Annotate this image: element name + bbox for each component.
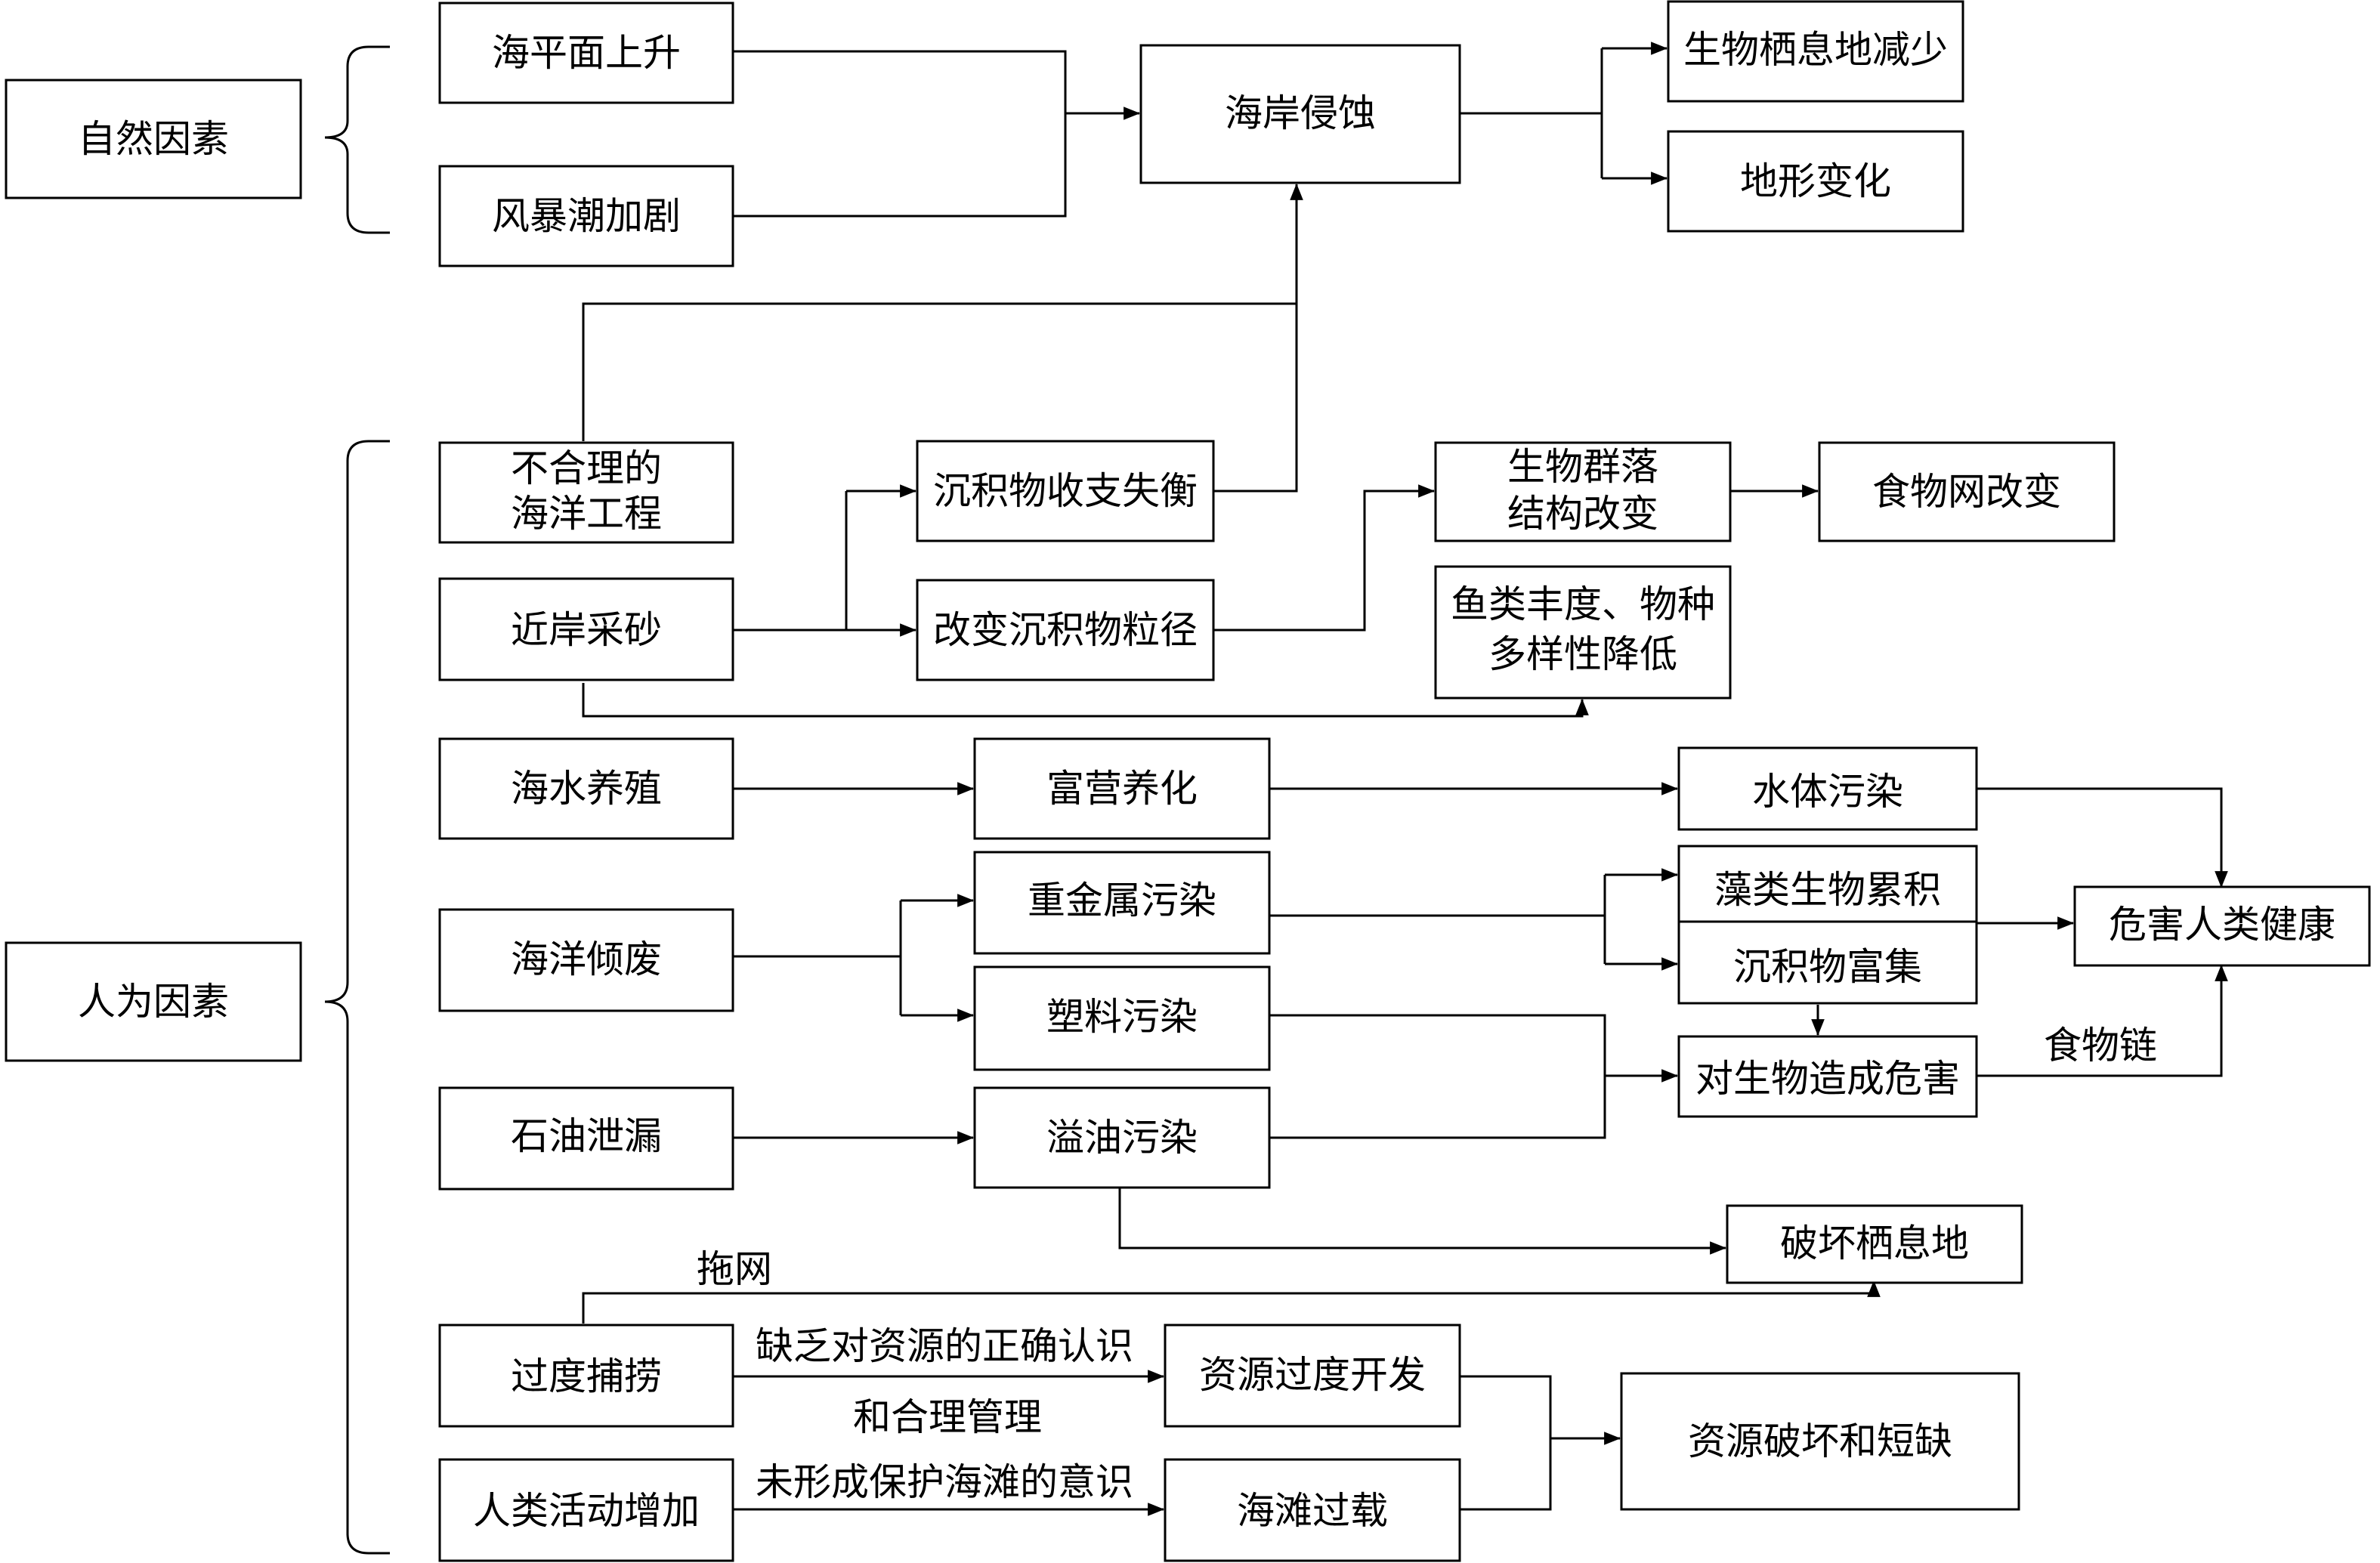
- edge-plastic-oil-harm: [1269, 1014, 1606, 1139]
- node-human-health: 危害人类健康: [2109, 903, 2335, 947]
- edge-to-habitat-loss: [1600, 48, 1667, 178]
- node-grain-size: 改变沉积物粒径: [933, 608, 1198, 652]
- node-mariculture-box: [438, 737, 734, 840]
- node-sea-level-rise: 海平面上升: [492, 31, 681, 75]
- node-community-structure-line1: 生物群落: [1507, 445, 1658, 489]
- node-plastic-box: [973, 965, 1271, 1071]
- node-oil-leak: 石油泄漏: [511, 1114, 662, 1158]
- node-natural-factors: 自然因素: [78, 117, 229, 161]
- node-resource-destruction-box: [1620, 1372, 2020, 1511]
- node-sediment-enrichment: 沉积物富集: [1733, 945, 1922, 989]
- node-unreasonable-engineering-line2: 海洋工程: [511, 492, 662, 536]
- node-habitat-loss-box: [1667, 0, 1964, 103]
- node-plastic-pollution: 塑料污染: [1046, 995, 1198, 1039]
- node-oil-leak-box: [438, 1086, 734, 1191]
- edge-water-health: [1977, 787, 2228, 888]
- edge-sandmining-split: [733, 491, 848, 632]
- node-algae-accumulation-box: [1677, 845, 1978, 1005]
- node-heavy-metal: 重金属污染: [1028, 879, 1216, 922]
- edge-sandmining-fish: [582, 683, 1589, 718]
- edge-to-algae: [1603, 875, 1677, 964]
- node-fish-diversity-line2: 多样性降低: [1488, 632, 1677, 676]
- node-mariculture: 海水养殖: [511, 767, 662, 811]
- edge-harm-health: [1977, 964, 2228, 1077]
- node-resource-destruction: 资源破坏和短缺: [1688, 1419, 1952, 1463]
- node-natural-factors-box: [5, 79, 302, 199]
- edge-to-heavymetal: [899, 900, 973, 1015]
- node-overexploitation: 资源过度开发: [1199, 1353, 1426, 1397]
- edge-oil-habitat: [1118, 1188, 1727, 1255]
- label-lack-awareness-line1: 缺乏对资源的正确认识: [756, 1324, 1133, 1368]
- nodes: 自然因素 人为因素 海平面上升 风暴潮加剧 海岸侵蚀 生物栖息地减少 地形变化 …: [5, 0, 2371, 1562]
- label-beach-awareness: 未形成保护海滩的意识: [756, 1460, 1133, 1504]
- node-coastal-erosion-box: [1139, 44, 1461, 184]
- edge-trawl-habitat: [582, 1280, 1881, 1324]
- node-water-pollution-box: [1677, 746, 1978, 831]
- human-brace: [324, 440, 390, 1555]
- node-terrain-change: 地形变化: [1740, 159, 1891, 203]
- node-human-activity-box: [438, 1458, 734, 1562]
- node-human-factors: 人为因素: [78, 980, 229, 1024]
- node-harm-organisms: 对生物造成危害: [1695, 1057, 1960, 1101]
- node-overexploitation-box: [1164, 1324, 1461, 1428]
- node-human-factors-box: [5, 941, 302, 1062]
- node-community-structure-box: [1434, 441, 1732, 542]
- node-sand-mining-box: [438, 577, 734, 681]
- edge-labels: 食物链 拖网 缺乏对资源的正确认识 和合理管理 未形成保护海滩的意识: [697, 1024, 2157, 1504]
- connectors: [324, 45, 2228, 1555]
- node-eutrophication-box: [973, 737, 1271, 840]
- node-habitat-damage: 破坏栖息地: [1780, 1222, 1969, 1265]
- node-heavy-metal-box: [973, 851, 1271, 955]
- node-overfishing-box: [438, 1324, 734, 1428]
- node-beach-overload-box: [1164, 1458, 1461, 1562]
- node-ocean-dumping-box: [438, 908, 734, 1012]
- node-community-structure-line2: 结构改变: [1507, 492, 1658, 536]
- node-water-pollution: 水体污染: [1752, 770, 1903, 814]
- node-human-activity: 人类活动增加: [473, 1489, 700, 1533]
- node-algae-accumulation: 藻类生物累积: [1714, 868, 1941, 912]
- node-storm-surge: 风暴潮加剧: [492, 194, 681, 238]
- node-eutrophication: 富营养化: [1046, 767, 1198, 811]
- edge-grainsize-community: [1213, 484, 1436, 632]
- node-unreasonable-engineering-box: [438, 441, 734, 544]
- label-food-chain: 食物链: [2044, 1024, 2157, 1067]
- node-beach-overload: 海滩过载: [1237, 1489, 1388, 1533]
- node-sediment-budget: 沉积物收支失衡: [933, 469, 1198, 513]
- node-human-health-box: [2073, 885, 2371, 967]
- node-grain-size-box: [916, 579, 1215, 681]
- node-oil-pollution: 溢油污染: [1046, 1116, 1198, 1160]
- node-fish-diversity-box: [1434, 565, 1732, 700]
- label-trawl: 拖网: [697, 1247, 772, 1291]
- node-storm-surge-box: [438, 165, 734, 267]
- node-coastal-erosion: 海岸侵蚀: [1225, 91, 1376, 135]
- edge-sealevel-erosion: [733, 50, 1067, 218]
- node-food-web-box: [1818, 441, 2116, 542]
- node-unreasonable-engineering-line1: 不合理的: [511, 446, 662, 490]
- node-fish-diversity-line1: 鱼类丰度、物种: [1451, 582, 1715, 626]
- node-habitat-damage-box: [1726, 1204, 2023, 1284]
- node-oil-pollution-box: [973, 1086, 1271, 1189]
- node-sand-mining: 近岸采砂: [511, 608, 662, 652]
- edge-to-resource-destruction: [1460, 1375, 1552, 1511]
- edge-engineering-erosion: [582, 183, 1303, 441]
- natural-brace: [324, 45, 390, 234]
- label-lack-awareness-line2: 和合理管理: [853, 1395, 1042, 1439]
- edge-budget-erosion: [1213, 304, 1298, 493]
- node-sediment-budget-box: [916, 440, 1215, 542]
- node-habitat-loss: 生物栖息地减少: [1683, 28, 1948, 72]
- node-sea-level-box: [438, 2, 734, 104]
- node-food-web-change: 食物网改变: [1872, 470, 2061, 514]
- node-terrain-change-box: [1667, 130, 1964, 233]
- node-harm-organisms-box: [1677, 1035, 1978, 1118]
- node-ocean-dumping: 海洋倾废: [511, 937, 662, 981]
- node-overfishing: 过度捕捞: [511, 1354, 662, 1398]
